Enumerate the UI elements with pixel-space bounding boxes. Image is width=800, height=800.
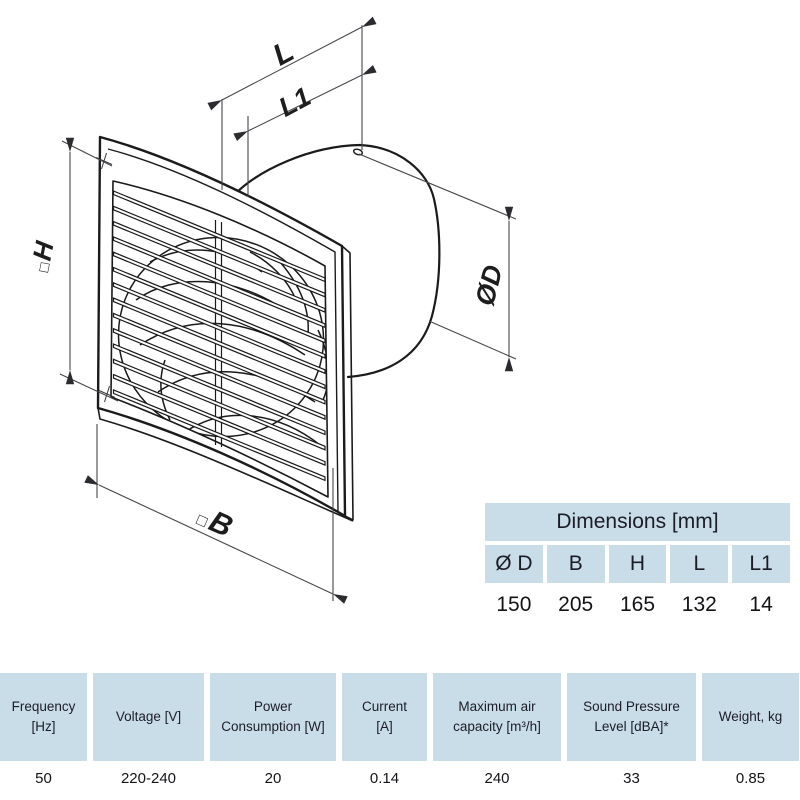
dim-line-L1 — [233, 64, 377, 142]
spec-header-frequency: Frequency [Hz] — [0, 673, 87, 761]
dim-col-header-l1: L1 — [732, 545, 790, 583]
dimensions-table: Dimensions [mm] Ø D B H L L1 150 205 165… — [485, 503, 790, 622]
spec-value-sound: 33 — [623, 769, 640, 787]
spec-col-power: Power Consumption [W] 20 — [210, 673, 336, 789]
grille-center-rib — [214, 220, 223, 447]
spec-col-frequency: Frequency [Hz] 50 — [0, 673, 87, 789]
spec-header-voltage: Voltage [V] — [93, 673, 204, 761]
label-L1: L1 — [274, 81, 316, 122]
spec-col-weight: Weight, kg 0.85 — [702, 673, 799, 789]
dimension-lines — [65, 16, 514, 604]
dim-value-d: 150 — [496, 593, 532, 616]
spec-col-current: Current [A] 0.14 — [342, 673, 427, 789]
dim-col-header-h: H — [608, 545, 667, 583]
spec-value-weight: 0.85 — [735, 769, 766, 787]
dim-value-h: 165 — [619, 593, 656, 616]
label-D: ØD — [470, 262, 509, 309]
dim-col-header-l: L — [670, 545, 729, 583]
spec-value-frequency: 50 — [35, 769, 52, 787]
spec-header-current: Current [A] — [342, 673, 427, 761]
dimensions-table-title: Dimensions [mm] — [485, 503, 790, 541]
label-B: □B — [193, 500, 238, 544]
panel-side-right — [341, 245, 354, 521]
spec-header-power: Power Consumption [W] — [210, 673, 336, 761]
duct-outline — [231, 143, 441, 379]
spec-value-current: 0.14 — [369, 769, 400, 787]
dim-value-l1: 14 — [749, 593, 773, 616]
label-L: L — [268, 35, 300, 73]
dimensions-table-header-row: Ø D B H L L1 — [485, 545, 790, 583]
grille-louvers — [112, 190, 326, 482]
spec-col-voltage: Voltage [V] 220-240 — [93, 673, 204, 789]
spec-header-capacity: Maximum air capacity [m³/h] — [433, 673, 561, 761]
fan-technical-drawing: L L1 □H ØD □B — [24, 16, 517, 604]
spec-value-capacity: 240 — [484, 769, 510, 787]
dim-col-header-b: B — [546, 545, 605, 583]
spec-col-sound: Sound Pressure Level [dBA]* 33 — [567, 673, 696, 789]
spec-header-weight: Weight, kg — [702, 673, 799, 761]
panel-bevel — [107, 148, 339, 513]
duct-top-mark — [352, 148, 364, 156]
fan-drawing-svg: L L1 □H ØD □B — [24, 16, 517, 604]
mounting-hole-marks — [95, 152, 116, 403]
spec-header-sound: Sound Pressure Level [dBA]* — [567, 673, 696, 761]
dim-value-l: 132 — [681, 593, 717, 616]
label-H: □H — [24, 238, 59, 274]
spec-value-power: 20 — [264, 769, 282, 787]
spec-value-voltage: 220-240 — [120, 769, 177, 787]
dim-col-header-d: Ø D — [485, 545, 543, 583]
spec-col-capacity: Maximum air capacity [m³/h] 240 — [433, 673, 561, 789]
dim-value-b: 205 — [558, 593, 594, 616]
specs-table: Frequency [Hz] 50 Voltage [V] 220-240 Po… — [0, 673, 800, 789]
dimensions-table-value-row: 150 205 165 132 14 — [485, 588, 790, 622]
dim-line-B — [84, 475, 348, 604]
